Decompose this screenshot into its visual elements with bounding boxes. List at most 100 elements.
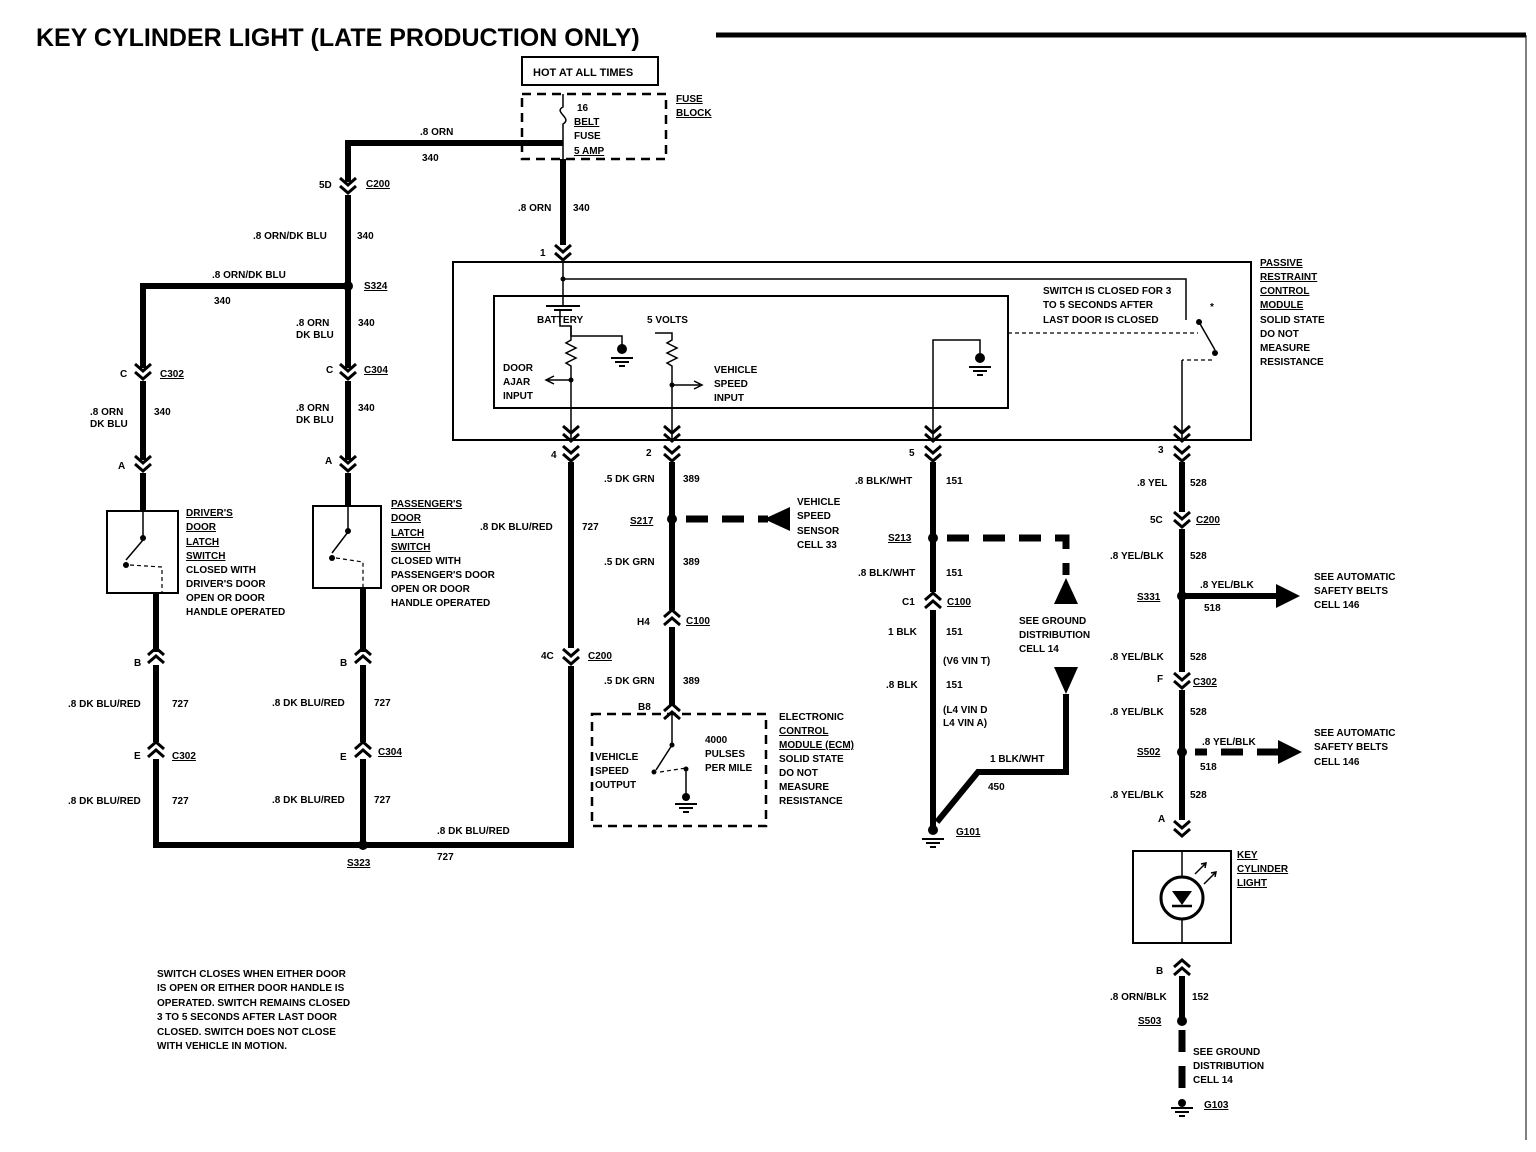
seatbelt2-label-2: SAFETY BELTS (1314, 742, 1388, 753)
ecm-vso-1: VEHICLE (595, 752, 639, 763)
ecm-pulses-3: PER MILE (705, 763, 753, 774)
door-ajar-arrow (544, 375, 571, 385)
wire-label-389-b: 389 (683, 557, 700, 568)
splice-s502-label: S502 (1137, 747, 1161, 758)
wire-label-orn-pass-a: .8 ORN (296, 318, 329, 329)
ecm-note-1: SOLID STATE (779, 754, 844, 765)
splice-s324-label: S324 (364, 281, 388, 292)
driver-switch-desc-4: HANDLE OPERATED (186, 607, 285, 618)
wire-label-yelblk-d: .8 YEL/BLK (1110, 707, 1164, 718)
ecm-note-4: RESISTANCE (779, 796, 843, 807)
wire-driver-s323 (153, 759, 362, 848)
driver-switch-contact (125, 511, 144, 561)
vss-input-arrow (672, 380, 704, 390)
pin-c-driver: C (120, 369, 127, 380)
footnote-4: 3 TO 5 SECONDS AFTER LAST DOOR (157, 1012, 338, 1023)
connector-c302-f (1172, 671, 1192, 690)
wire-label-yelblk-b: .8 YEL/BLK (1200, 580, 1254, 591)
wire-label-orn-pass-b: .8 ORN (296, 403, 329, 414)
connector-c200-5c (1172, 510, 1192, 529)
wire-label-528-e: 528 (1190, 790, 1207, 801)
ecm-pulses-1: 4000 (705, 735, 728, 746)
passive-restraint-module (452, 261, 1252, 441)
wire-label-727-b: 727 (172, 796, 189, 807)
wire-label-340-e: 340 (358, 318, 375, 329)
ground-g103-label: G103 (1204, 1100, 1229, 1111)
conn-c304-b: C304 (378, 747, 402, 758)
module-name-1: PASSIVE (1260, 258, 1303, 269)
splice-s323-label: S323 (347, 858, 371, 869)
driver-switch-desc-1: CLOSED WITH (186, 565, 256, 576)
ground-pin5-internal (932, 339, 981, 440)
fuse-block-label-2: BLOCK (676, 108, 712, 119)
keylight-label-1: KEY (1237, 850, 1258, 861)
ecm-pulses-2: PULSES (705, 749, 745, 760)
connector-c200-4c (561, 647, 581, 666)
splice-s213-label: S213 (888, 533, 912, 544)
pin-2-chev-b (662, 444, 682, 463)
driver-switch-name-2: DOOR (186, 522, 217, 533)
ground-g101-dot (928, 825, 938, 835)
wire-label-340-a: 340 (422, 153, 439, 164)
diagram-title: KEY CYLINDER LIGHT (LATE PRODUCTION ONLY… (36, 24, 640, 52)
ground-g103-dot (1178, 1099, 1186, 1107)
module-note-1: SOLID STATE (1260, 315, 1325, 326)
hot-label: HOT AT ALL TIMES (533, 67, 633, 79)
wire-label-727-f: 727 (582, 522, 599, 533)
wire-label-orn-driver: .8 ORN (90, 407, 123, 418)
ecm-ground-icon (674, 803, 698, 813)
pin-b-pass: B (340, 658, 347, 669)
pin-5d: 5D (319, 180, 332, 191)
keylight-diode (1172, 891, 1192, 905)
wire-label-151-a: 151 (946, 476, 963, 487)
wire-label-dkblu-red-a: .8 DK BLU/RED (68, 699, 141, 710)
ground-dist-label-2: DISTRIBUTION (1019, 630, 1090, 641)
seatbelt2-arrow (1278, 740, 1302, 764)
conn-c200-a: C200 (366, 179, 390, 190)
wire-label-l4d: (L4 VIN D (943, 705, 987, 716)
module-ground-icon-2 (968, 366, 992, 376)
footnote-1: SWITCH CLOSES WHEN EITHER DOOR (157, 969, 347, 980)
pin-3: 3 (1158, 445, 1164, 456)
vss-sensor-label-2: SPEED (797, 511, 831, 522)
seatbelt2-label-1: SEE AUTOMATIC (1314, 728, 1395, 739)
wire-s323-c200 (363, 666, 574, 848)
module-supply-node (560, 276, 566, 282)
ecm-vso-3: OUTPUT (595, 780, 636, 791)
keylight-label-2: CYLINDER (1237, 864, 1289, 875)
wire-label-dkgrn-a: .5 DK GRN (604, 474, 655, 485)
splice-s503-label: S503 (1138, 1016, 1162, 1027)
pin-5: 5 (909, 448, 915, 459)
wire-label-dkblu-red-f: .8 DK BLU/RED (480, 522, 553, 533)
wire-label-dkblu-red-d: .8 DK BLU/RED (272, 795, 345, 806)
module-name-3: CONTROL (1260, 286, 1309, 297)
module-switch-terminal (1212, 350, 1218, 356)
door-ajar-resistor (564, 326, 578, 440)
ecm-note-3: MEASURE (779, 782, 829, 793)
wire-label-727-a: 727 (172, 699, 189, 710)
wire-label-orn-main: .8 ORN (518, 203, 551, 214)
vss-sensor-label-4: CELL 33 (797, 540, 837, 551)
fuse-block-label-1: FUSE (676, 94, 703, 105)
pass-switch-desc-1: CLOSED WITH (391, 556, 461, 567)
wire-label-blkwht-c: .8 BLK/WHT (858, 568, 915, 579)
pin-5-chev-b (923, 444, 943, 463)
ground-dist-arrow-up (1054, 578, 1078, 604)
pin-2: 2 (646, 448, 652, 459)
wire-label-dkblu-red-c: .8 DK BLU/RED (272, 698, 345, 709)
pin-4: 4 (551, 450, 557, 461)
footnote-6: WITH VEHICLE IN MOTION. (157, 1041, 287, 1052)
wire-label-151-c: 151 (946, 627, 963, 638)
wire-label-528-b: 528 (1190, 551, 1207, 562)
module-switch-note-2: TO 5 SECONDS AFTER (1043, 300, 1154, 311)
module-star: * (1210, 302, 1214, 313)
pin-e-pass: E (340, 752, 347, 763)
seatbelt2-label-3: CELL 146 (1314, 757, 1360, 768)
pin-a-keylight: A (1158, 814, 1165, 825)
passenger-door-switch (312, 505, 382, 589)
pin-b8: B8 (638, 702, 651, 713)
wire-label-528-c: 528 (1190, 652, 1207, 663)
seatbelt1-arrow (1276, 584, 1300, 608)
pin-c1: C1 (902, 597, 915, 608)
driver-switch-terminal (123, 562, 129, 568)
